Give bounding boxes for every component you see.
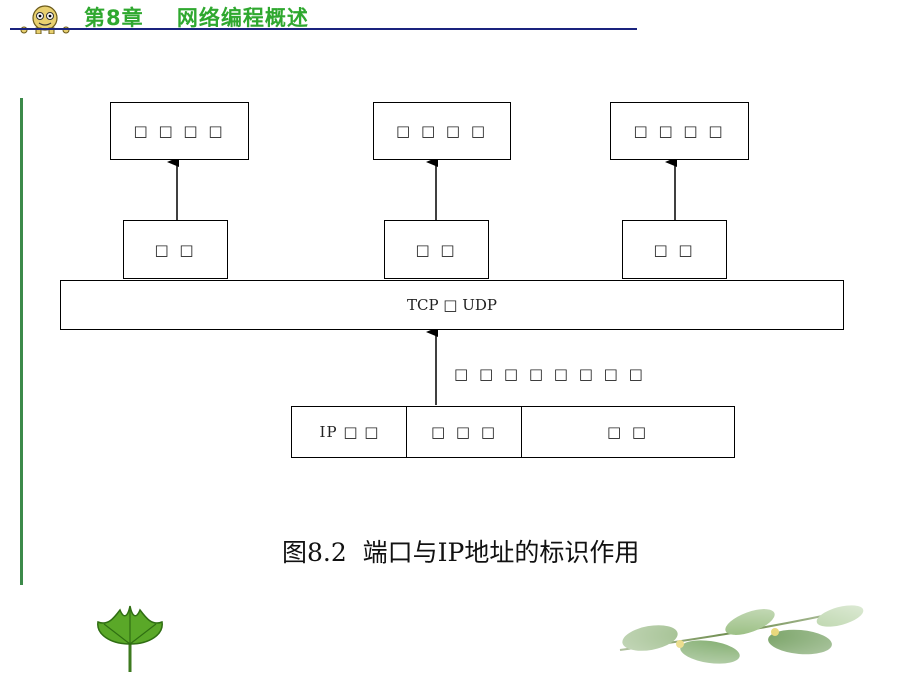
packet-field-port: □ □ □ [406,406,523,458]
port-box-2: □ □ [384,220,489,279]
app-box-1: □ □ □ □ [110,102,249,160]
slide-header-title: 第8章 网络编程概述 [84,6,309,30]
header-rule [10,28,637,30]
app-box-3: □ □ □ □ [610,102,749,160]
packet-field-ip: IP □ □ [291,406,408,458]
transport-layer-box: TCP □ UDP [60,280,844,330]
figure-caption: 图8.2 端口与IP地址的标识作用 [282,538,640,567]
side-rule [20,98,23,585]
port-box-1: □ □ [123,220,228,279]
demux-label: □ □ □ □ □ □ □ □ [454,365,646,383]
leaf-branch-icon [600,600,880,674]
app-box-2: □ □ □ □ [373,102,511,160]
port-box-3: □ □ [622,220,727,279]
packet-field-data: □ □ [521,406,735,458]
leaf-icon [90,604,170,678]
